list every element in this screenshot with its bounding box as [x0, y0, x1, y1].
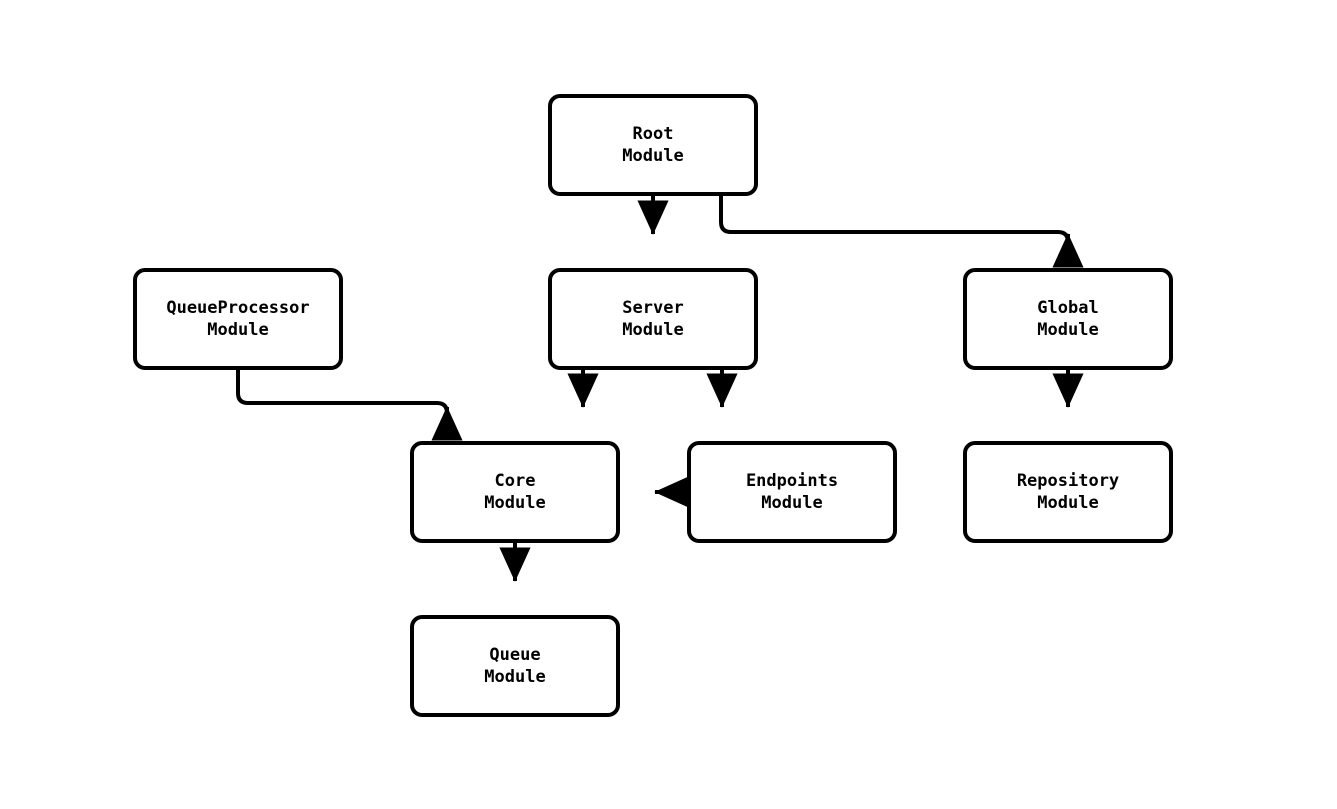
node-queueprocessor-subtitle: Module — [207, 320, 269, 340]
node-core-subtitle: Module — [484, 493, 546, 513]
node-root-title: Root — [632, 124, 674, 144]
node-core-title: Core — [494, 471, 536, 491]
node-server-title: Server — [622, 298, 684, 318]
node-endpoints-title: Endpoints — [745, 471, 839, 491]
node-core[interactable]: Core Module — [410, 441, 620, 543]
node-endpoints[interactable]: Endpoints Module — [687, 441, 897, 543]
node-queue-title: Queue — [489, 645, 541, 665]
node-root[interactable]: Root Module — [548, 94, 758, 196]
node-repository-title: Repository — [1016, 471, 1120, 491]
node-server-subtitle: Module — [622, 320, 684, 340]
node-root-subtitle: Module — [622, 146, 684, 166]
node-global-subtitle: Module — [1037, 320, 1099, 340]
edge-queueprocessor-to-core — [236, 370, 463, 441]
node-repository[interactable]: Repository Module — [963, 441, 1173, 543]
node-queueprocessor-title: QueueProcessor — [166, 298, 310, 318]
node-queue[interactable]: Queue Module — [410, 615, 620, 717]
node-repository-subtitle: Module — [1037, 493, 1099, 513]
node-global-title: Global — [1037, 298, 1099, 318]
node-endpoints-subtitle: Module — [761, 493, 823, 513]
node-server[interactable]: Server Module — [548, 268, 758, 370]
node-queueprocessor[interactable]: QueueProcessor Module — [133, 268, 343, 370]
node-global[interactable]: Global Module — [963, 268, 1173, 370]
edge-root-to-global — [719, 196, 1084, 268]
node-queue-subtitle: Module — [484, 667, 546, 687]
